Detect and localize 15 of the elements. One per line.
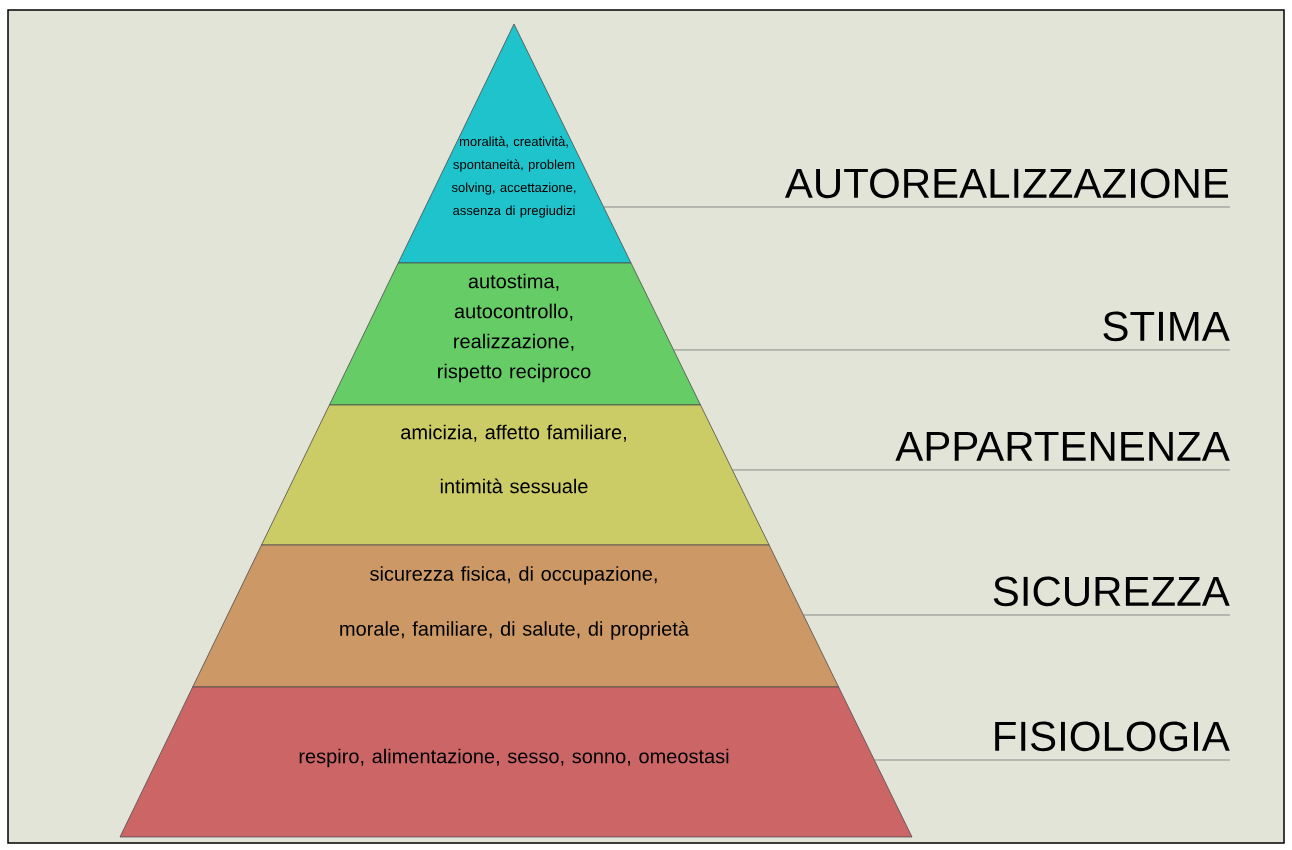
leader-line bbox=[873, 759, 1231, 761]
level-title: FISIOLOGIA bbox=[995, 721, 1230, 752]
leader-line bbox=[802, 614, 1231, 616]
level-title: APPARTENENZA bbox=[895, 431, 1230, 461]
leader-line bbox=[731, 469, 1231, 471]
level-title: AUTOREALIZZAZIONE bbox=[784, 168, 1229, 199]
level-title: SICUREZZA bbox=[993, 576, 1230, 607]
leader-line bbox=[603, 206, 1231, 208]
pyramid-level: respiro, alimentazione, sesso, sonno, omeostasi bbox=[119, 686, 913, 838]
pyramid-level: sicurezza fisica, di occupazione, morale, familiare, di salute, di proprietà bbox=[192, 544, 839, 688]
level-title: STIMA bbox=[1103, 311, 1230, 342]
leader-line bbox=[673, 349, 1231, 351]
pyramid-level: moralità, creatività, spontaneità, problem solving, accettazione, assenza di pregiudizi bbox=[397, 23, 632, 264]
pyramid-level: amicizia, affetto familiare, intimità sessuale bbox=[261, 404, 770, 546]
pyramid-level: autostima, autocontrollo, realizzazione, rispetto reciproco bbox=[329, 262, 701, 406]
